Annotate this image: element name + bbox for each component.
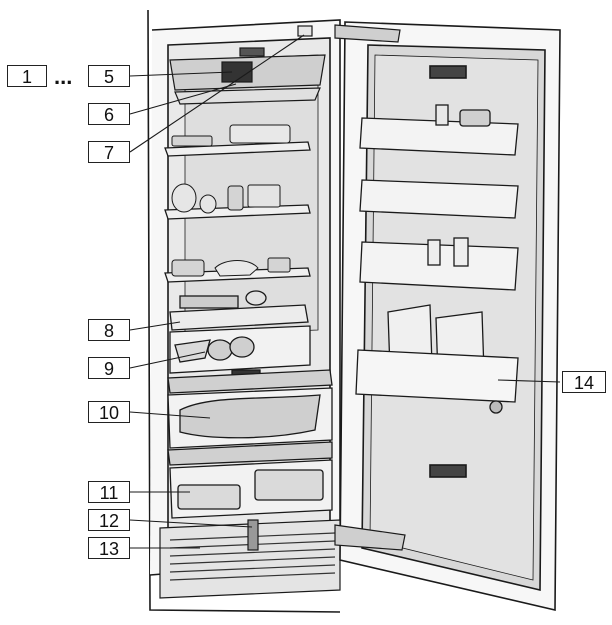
callout-7: 7 <box>88 141 130 163</box>
drawers <box>167 290 333 519</box>
callout-13: 13 <box>88 537 130 559</box>
callout-10: 10 <box>88 401 130 423</box>
callout-14: 14 <box>562 371 606 393</box>
callout-5: 5 <box>88 65 130 87</box>
callout-1: 1 <box>7 65 47 87</box>
callout-12: 12 <box>88 509 130 531</box>
door-bins <box>355 104 519 414</box>
callout-9: 9 <box>88 357 130 379</box>
shelf-food <box>171 124 291 277</box>
leader-lines <box>129 34 561 549</box>
callout-11: 11 <box>88 481 130 503</box>
hinges <box>297 24 406 551</box>
callout-range-separator: ... <box>54 64 73 89</box>
ventilation-grille <box>159 519 341 599</box>
callout-8: 8 <box>88 319 130 341</box>
callout-6: 6 <box>88 103 130 125</box>
